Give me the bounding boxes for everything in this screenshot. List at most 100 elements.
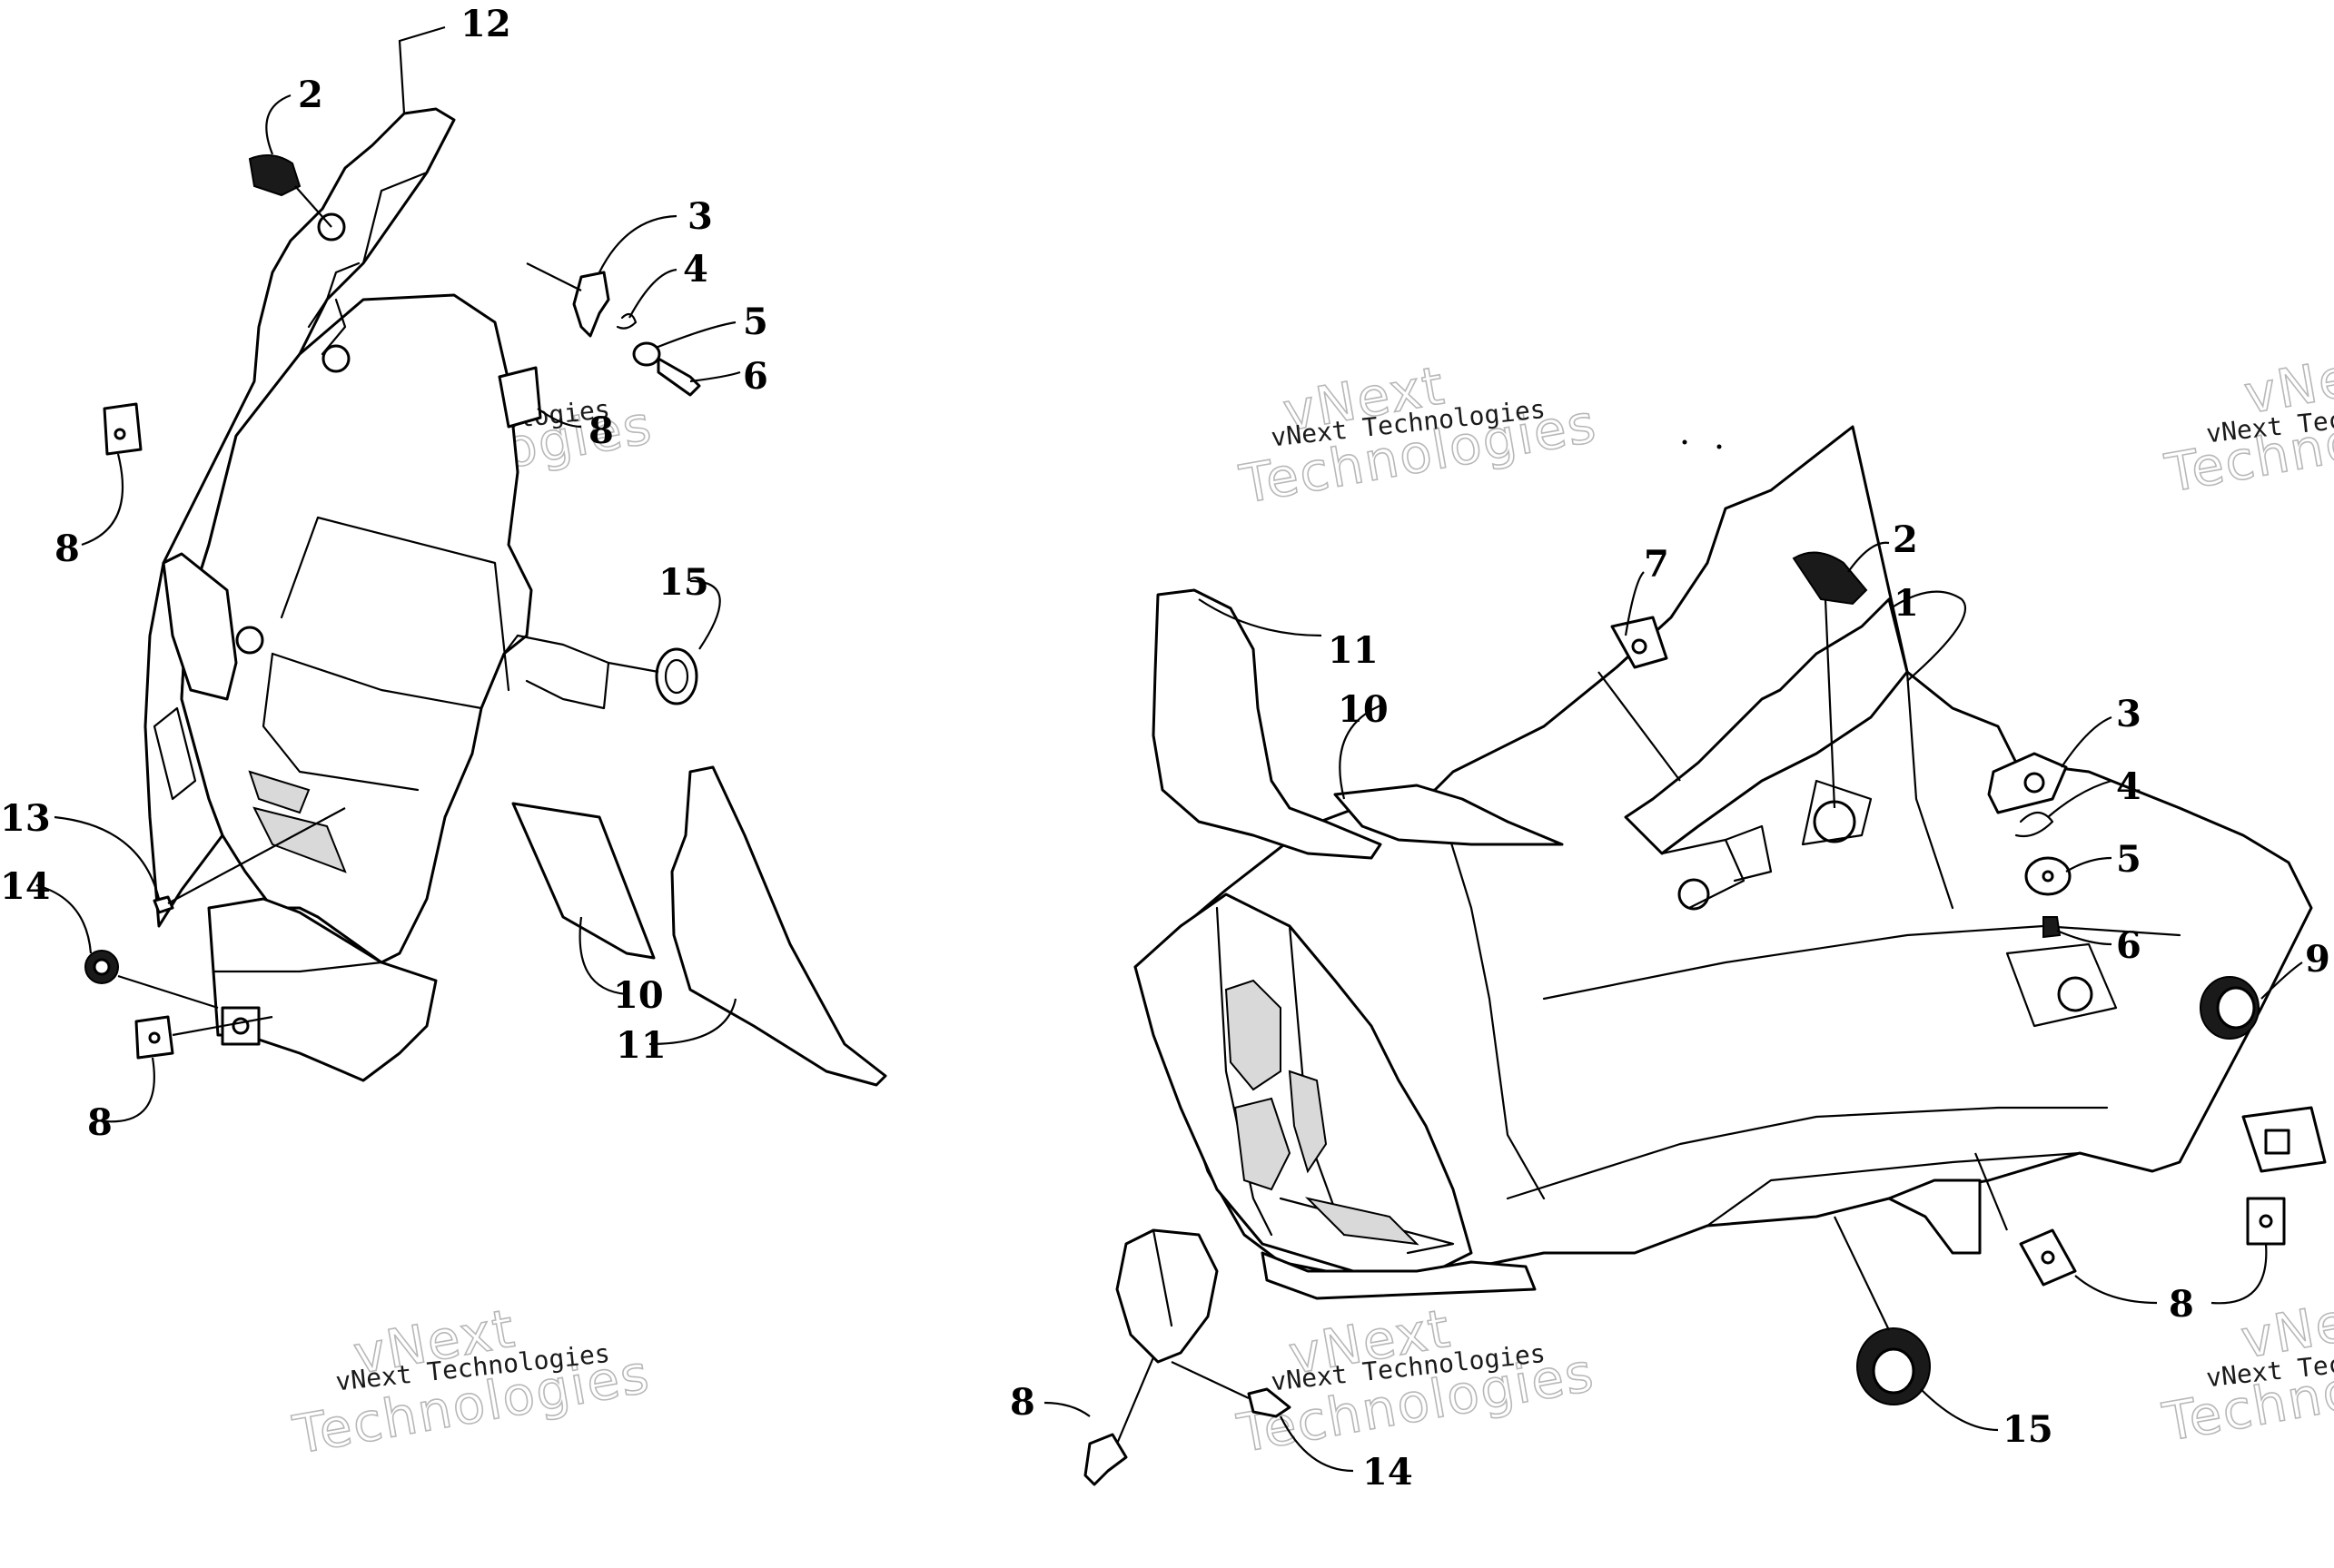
right-assembly <box>1083 425 2327 1486</box>
right-callouts: 7 2 1 11 10 3 4 5 6 9 8 15 8 14 <box>1010 518 2330 1494</box>
callout-1: 1 <box>1894 582 1919 625</box>
leader-line <box>526 262 582 291</box>
callout-11: 11 <box>616 1024 667 1067</box>
left-speed-nut <box>498 366 542 429</box>
right-mount-boss <box>1660 838 1746 910</box>
left-speed-nut-hole <box>148 1031 161 1044</box>
callout-9: 9 <box>2305 938 2330 981</box>
callout-3: 3 <box>2116 693 2141 735</box>
callout-13: 13 <box>0 797 51 840</box>
right-screw-part <box>2042 916 2062 939</box>
callout-7: 7 <box>1644 543 1669 586</box>
right-decal-large <box>1152 588 1382 860</box>
right-vent <box>1233 1097 1291 1191</box>
left-screw-part <box>657 357 701 397</box>
stray-dot <box>1682 439 1687 445</box>
right-clip3-hole <box>2023 772 2045 794</box>
callout-5: 5 <box>743 301 768 343</box>
left-fastener-inner <box>93 958 111 976</box>
left-shell-crease <box>316 516 510 692</box>
callout-14: 14 <box>0 865 51 908</box>
right-spring-part <box>2014 811 2054 838</box>
left-hood-crease <box>307 261 361 329</box>
leader-line <box>294 185 332 228</box>
right-vent <box>1288 1070 1328 1174</box>
callout-4: 4 <box>683 248 708 291</box>
right-speed-nut-hole <box>2259 1214 2273 1228</box>
left-assembly <box>84 107 887 1087</box>
left-clip-part <box>572 271 610 338</box>
left-washer-part <box>632 341 661 367</box>
leader-line <box>608 661 659 674</box>
right-mount-hole <box>1677 878 1710 911</box>
leader-line <box>1171 1361 1250 1399</box>
left-spring-part <box>616 312 638 330</box>
left-hood-hole <box>321 344 351 373</box>
leader-line <box>1115 1356 1155 1445</box>
right-clip-hole <box>1631 638 1647 655</box>
callout-11: 11 <box>1328 629 1379 672</box>
callout-6: 6 <box>743 355 768 398</box>
left-hood-crease <box>361 171 429 265</box>
left-shell-crease <box>502 634 519 656</box>
left-grommet-inner <box>664 658 689 695</box>
right-body-crease <box>1542 924 2181 1001</box>
left-decal-small <box>511 802 656 960</box>
right-body-crease <box>1506 1106 2109 1200</box>
callout-8-bottom: 8 <box>87 1101 113 1144</box>
left-vent <box>248 770 311 814</box>
left-vent <box>252 806 347 873</box>
callout-2: 2 <box>1893 518 1918 561</box>
stray-dot <box>1716 444 1722 449</box>
callout-14: 14 <box>1362 1451 1413 1494</box>
right-hood-spine <box>1624 597 1909 855</box>
callout-6: 6 <box>2116 924 2141 967</box>
callout-3: 3 <box>687 195 713 238</box>
left-bracket-hole <box>235 626 264 655</box>
right-lower-bracket <box>1887 1178 1982 1255</box>
right-grommet-bottom-inner <box>1872 1347 1915 1395</box>
right-chin-flap <box>1115 1228 1219 1364</box>
callout-8-top: 8 <box>588 409 614 452</box>
right-shelf-vent <box>1304 1197 1419 1246</box>
right-end-tab <box>2264 1129 2290 1155</box>
callout-8-left: 8 <box>1010 1381 1035 1424</box>
left-hood-crease <box>321 298 347 356</box>
right-gauge-mount <box>1801 779 1873 846</box>
left-shell-bracket <box>516 634 610 710</box>
right-leaders <box>1043 541 2303 1473</box>
left-leaders <box>35 25 741 1123</box>
leader-line <box>1824 598 1836 809</box>
right-body-crease <box>1905 670 1954 910</box>
right-chin-crease <box>1152 1228 1173 1327</box>
callout-4: 4 <box>2116 765 2141 808</box>
right-speed-nut-hole <box>2041 1250 2055 1265</box>
right-grommet-inner <box>2216 986 2256 1030</box>
right-washer-hole <box>2042 870 2054 883</box>
right-side-boss <box>2005 942 2118 1028</box>
callout-5: 5 <box>2116 838 2141 881</box>
callout-15: 15 <box>2003 1408 2053 1451</box>
left-speed-nut-hole <box>114 428 126 440</box>
left-inner-shell <box>180 293 533 964</box>
right-side-hole <box>2057 976 2093 1012</box>
callout-10: 10 <box>613 974 664 1017</box>
left-side-grille <box>153 706 197 801</box>
right-screw-bottom <box>1247 1387 1291 1418</box>
left-lower-chin <box>207 897 438 1082</box>
callout-8-right: 8 <box>2169 1283 2194 1326</box>
callout-15: 15 <box>658 561 709 604</box>
left-grommet-part <box>655 647 698 705</box>
right-vent <box>1224 979 1281 1091</box>
callout-10: 10 <box>1338 688 1389 731</box>
right-mount-boss <box>1724 824 1773 883</box>
right-body-crease <box>1433 788 1546 1200</box>
left-shell-crease <box>262 652 420 792</box>
left-chin-tab <box>221 1006 261 1046</box>
callout-8-side: 8 <box>54 528 80 570</box>
callout-12: 12 <box>460 3 511 45</box>
leader-line <box>117 974 219 1010</box>
right-decal-small <box>1333 784 1564 846</box>
callout-2: 2 <box>298 74 323 116</box>
